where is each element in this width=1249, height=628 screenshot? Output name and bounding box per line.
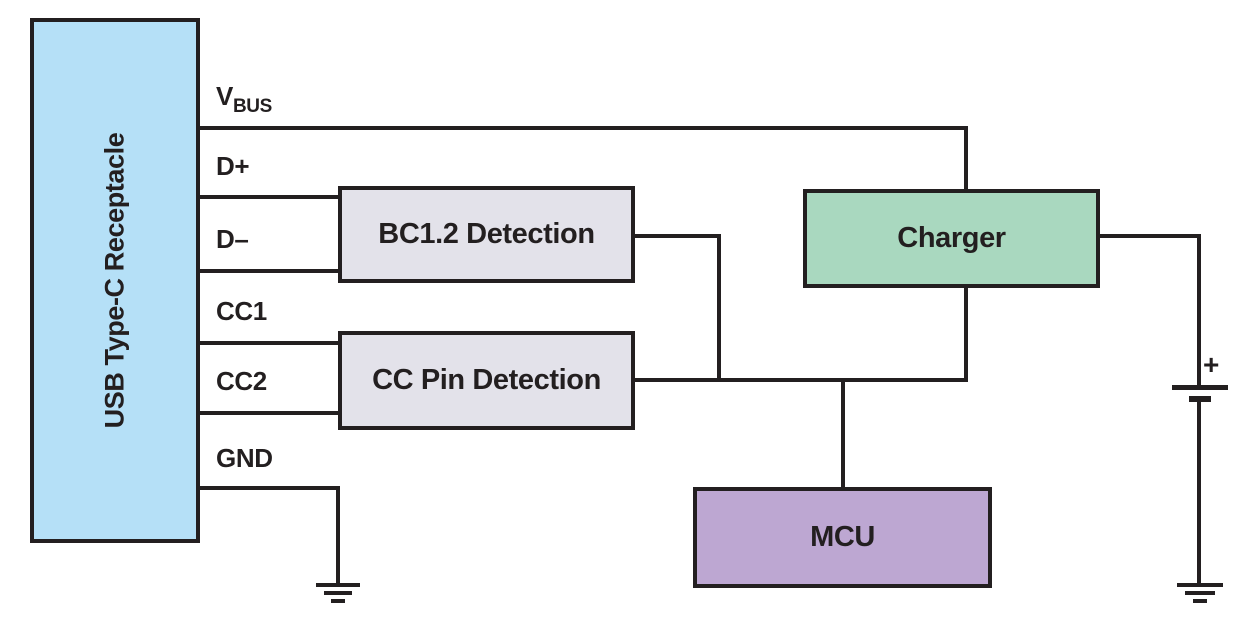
usb-type-c-receptacle-label: USB Type-C Receptacle [99,132,130,429]
gnd-wire-vertical [336,486,340,585]
cc2-pin-label: CC2 [216,366,267,396]
battery-plus-label: + [1203,349,1220,380]
charger-block: Charger [803,189,1100,288]
dplus-wire [200,195,342,199]
mcu-block: MCU [693,487,992,588]
vbus-wire-vertical [964,126,968,193]
ground-right-bar-short [1193,599,1207,603]
gnd-pin-label: GND [216,443,273,473]
bc12-detection-block: BC1.2 Detection [338,186,635,283]
dplus-pin-label: D+ [216,151,250,181]
battery-negative-plate [1189,396,1211,402]
battery-positive-plate [1172,385,1228,390]
gnd-wire-horizontal [200,486,340,490]
battery-bottom-wire [1197,402,1201,585]
battery-top-wire [1197,234,1201,385]
cc1-pin-label: CC1 [216,296,267,326]
vbus-wire-horizontal [200,126,968,130]
cc-pin-detection-block: CC Pin Detection [338,331,635,430]
charger-bottom-wire [964,286,968,380]
bc12-output-wire-horizontal [631,234,721,238]
ground-right-bar-long [1177,583,1223,587]
bc12-detection-label: BC1.2 Detection [378,218,595,250]
cc2-wire [200,411,342,415]
ground-right-bar-medium [1185,591,1215,595]
charger-output-wire [1096,234,1201,238]
cc-pin-detection-label: CC Pin Detection [372,364,601,396]
dminus-pin-label: D– [216,224,249,254]
mcu-wire [841,378,845,490]
ground-left-bar-short [331,599,345,603]
charger-label: Charger [897,222,1006,254]
ground-left-bar-medium [324,591,352,595]
bc12-output-wire-vertical [717,234,721,382]
cc1-wire [200,341,342,345]
vbus-subscript: BUS [232,96,272,117]
detection-bus-wire [631,378,968,382]
vbus-pin-label: VBUS [216,81,272,117]
ground-left-bar-long [316,583,360,587]
dminus-wire [200,269,342,273]
mcu-label: MCU [810,521,875,553]
usb-type-c-receptacle-block: USB Type-C Receptacle [30,18,200,543]
